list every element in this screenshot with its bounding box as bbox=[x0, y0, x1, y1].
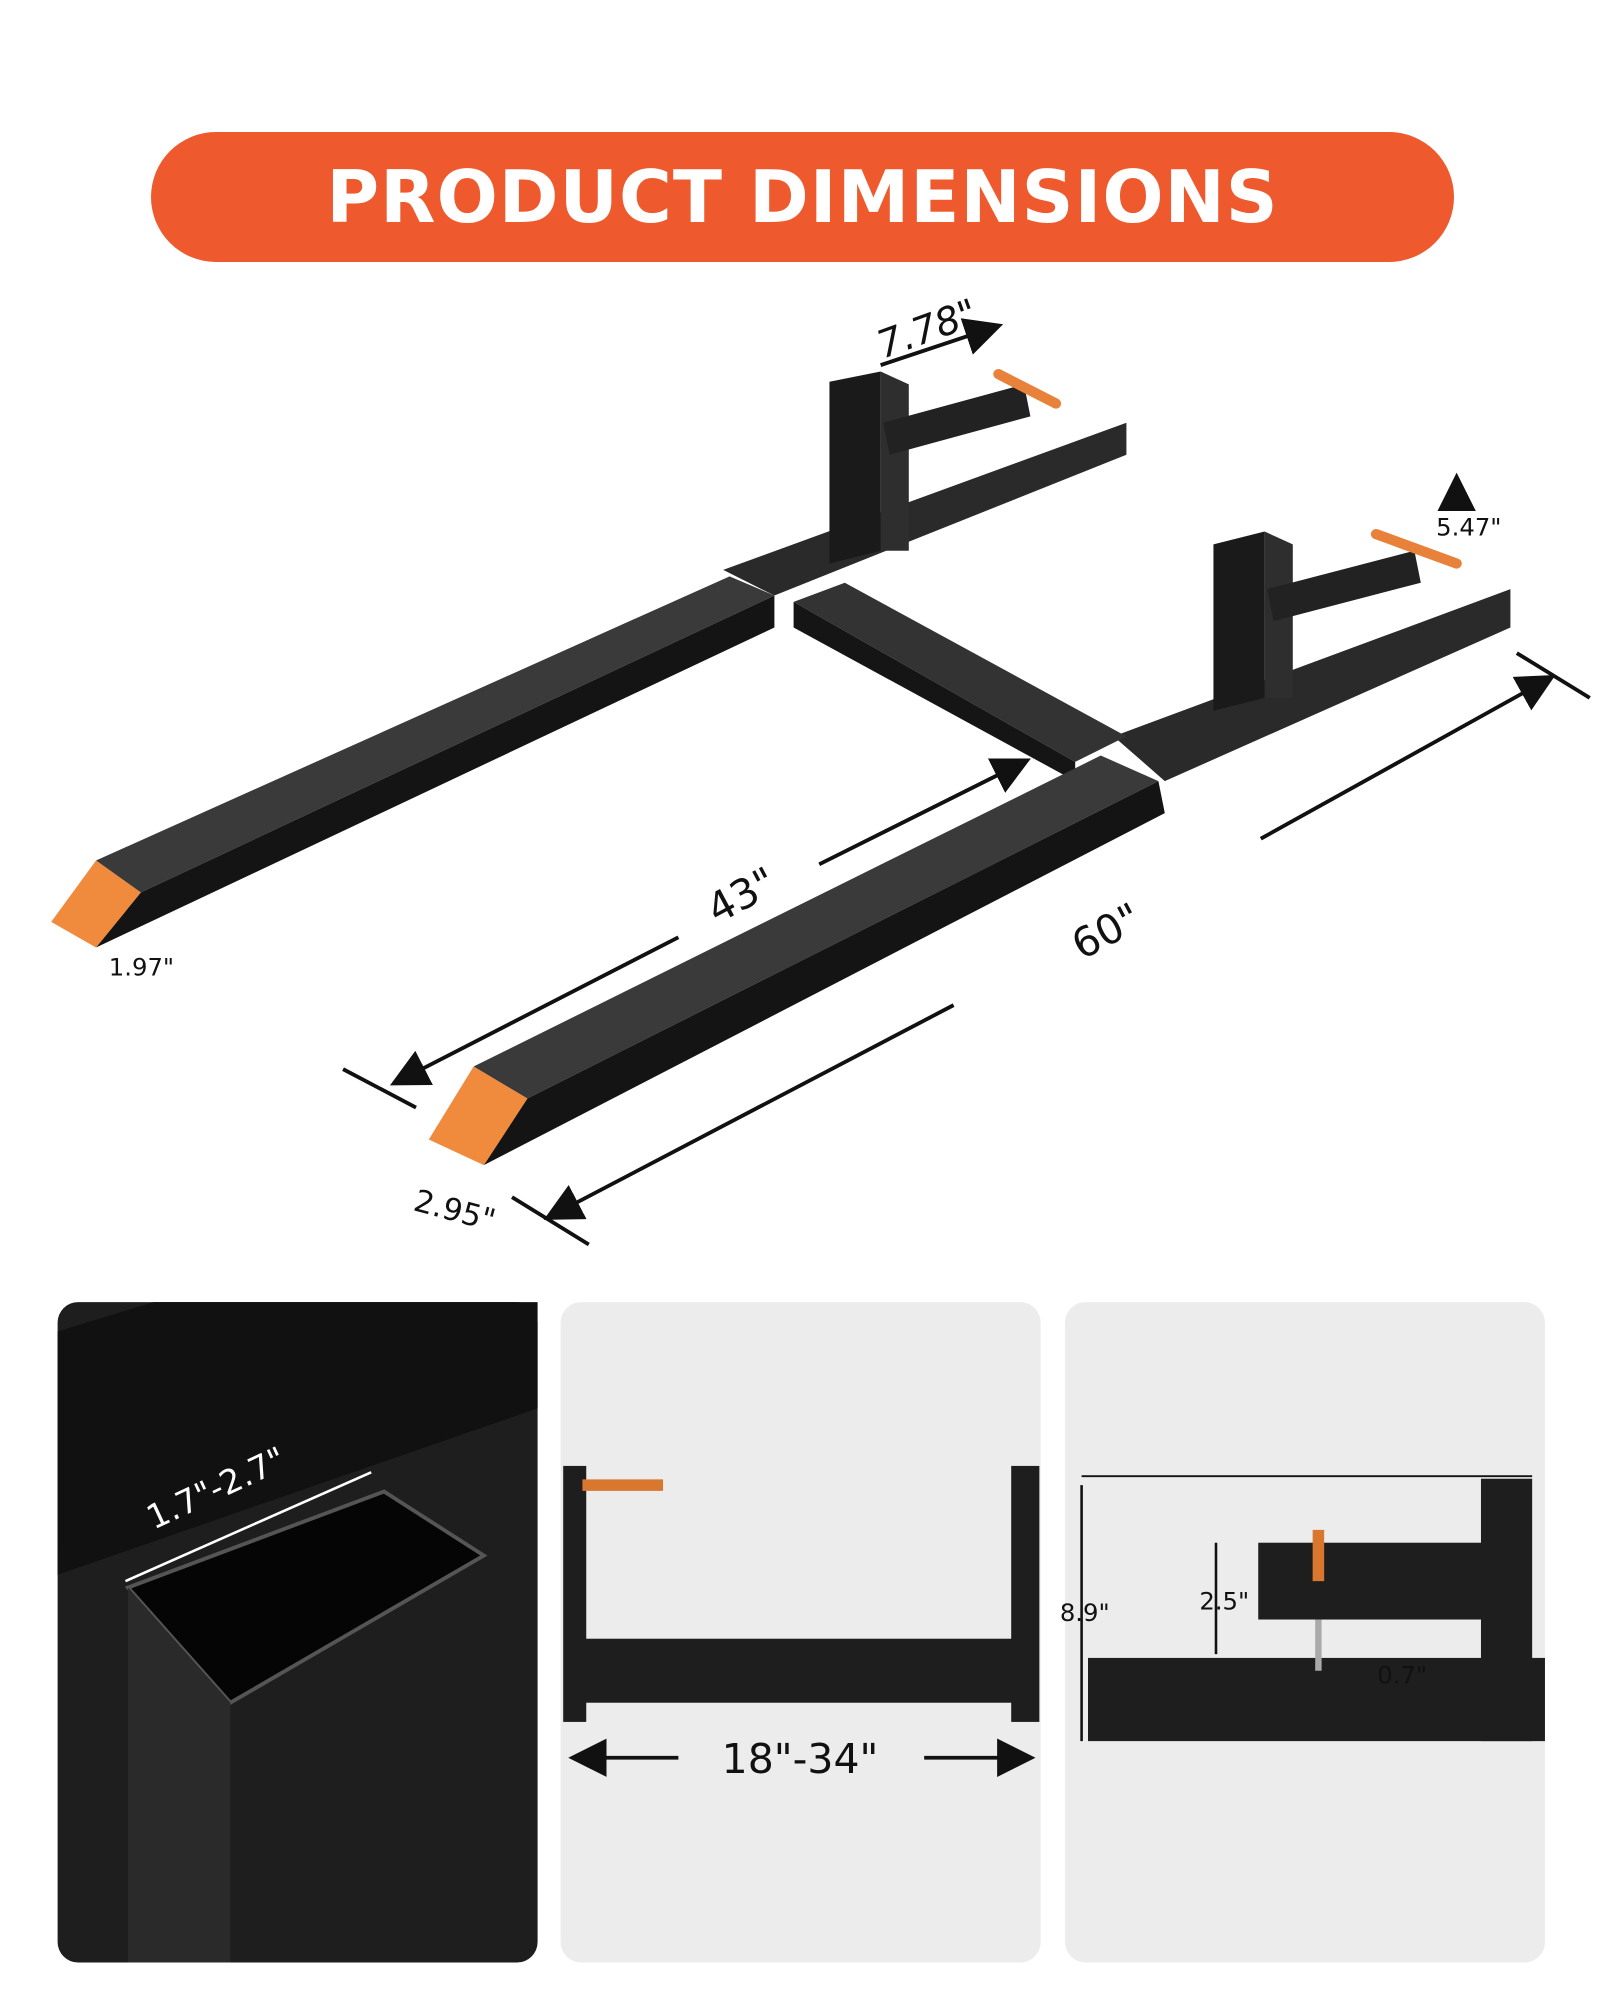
panel-width-range: 18"-34" bbox=[560, 1302, 1041, 1963]
label-tine-width: 2.95" bbox=[410, 1183, 499, 1239]
label-gap: 0.7" bbox=[1377, 1661, 1427, 1690]
right-tine-tip bbox=[428, 1066, 528, 1166]
left-tine-tip bbox=[51, 860, 141, 948]
label-overall-length: 60" bbox=[1064, 893, 1149, 969]
label-total-height: 8.9" bbox=[1060, 1598, 1110, 1627]
title-banner: PRODUCT DIMENSIONS bbox=[151, 132, 1454, 262]
label-width-range: 18"-34" bbox=[722, 1735, 879, 1783]
label-pin-height: 2.5" bbox=[1199, 1586, 1249, 1615]
label-tine-thickness: 1.97" bbox=[109, 953, 174, 982]
panel-side-view: 8.9" 2.5" 0.7" bbox=[1060, 1302, 1545, 1963]
clamp-forks bbox=[51, 368, 1511, 1166]
panel-upright-closeup: 1.7"-2.7" bbox=[57, 1302, 538, 1963]
page-title: PRODUCT DIMENSIONS bbox=[326, 155, 1279, 239]
label-upright-width: 7.78" bbox=[871, 291, 983, 369]
label-pin-height: 5.47" bbox=[1436, 512, 1501, 541]
